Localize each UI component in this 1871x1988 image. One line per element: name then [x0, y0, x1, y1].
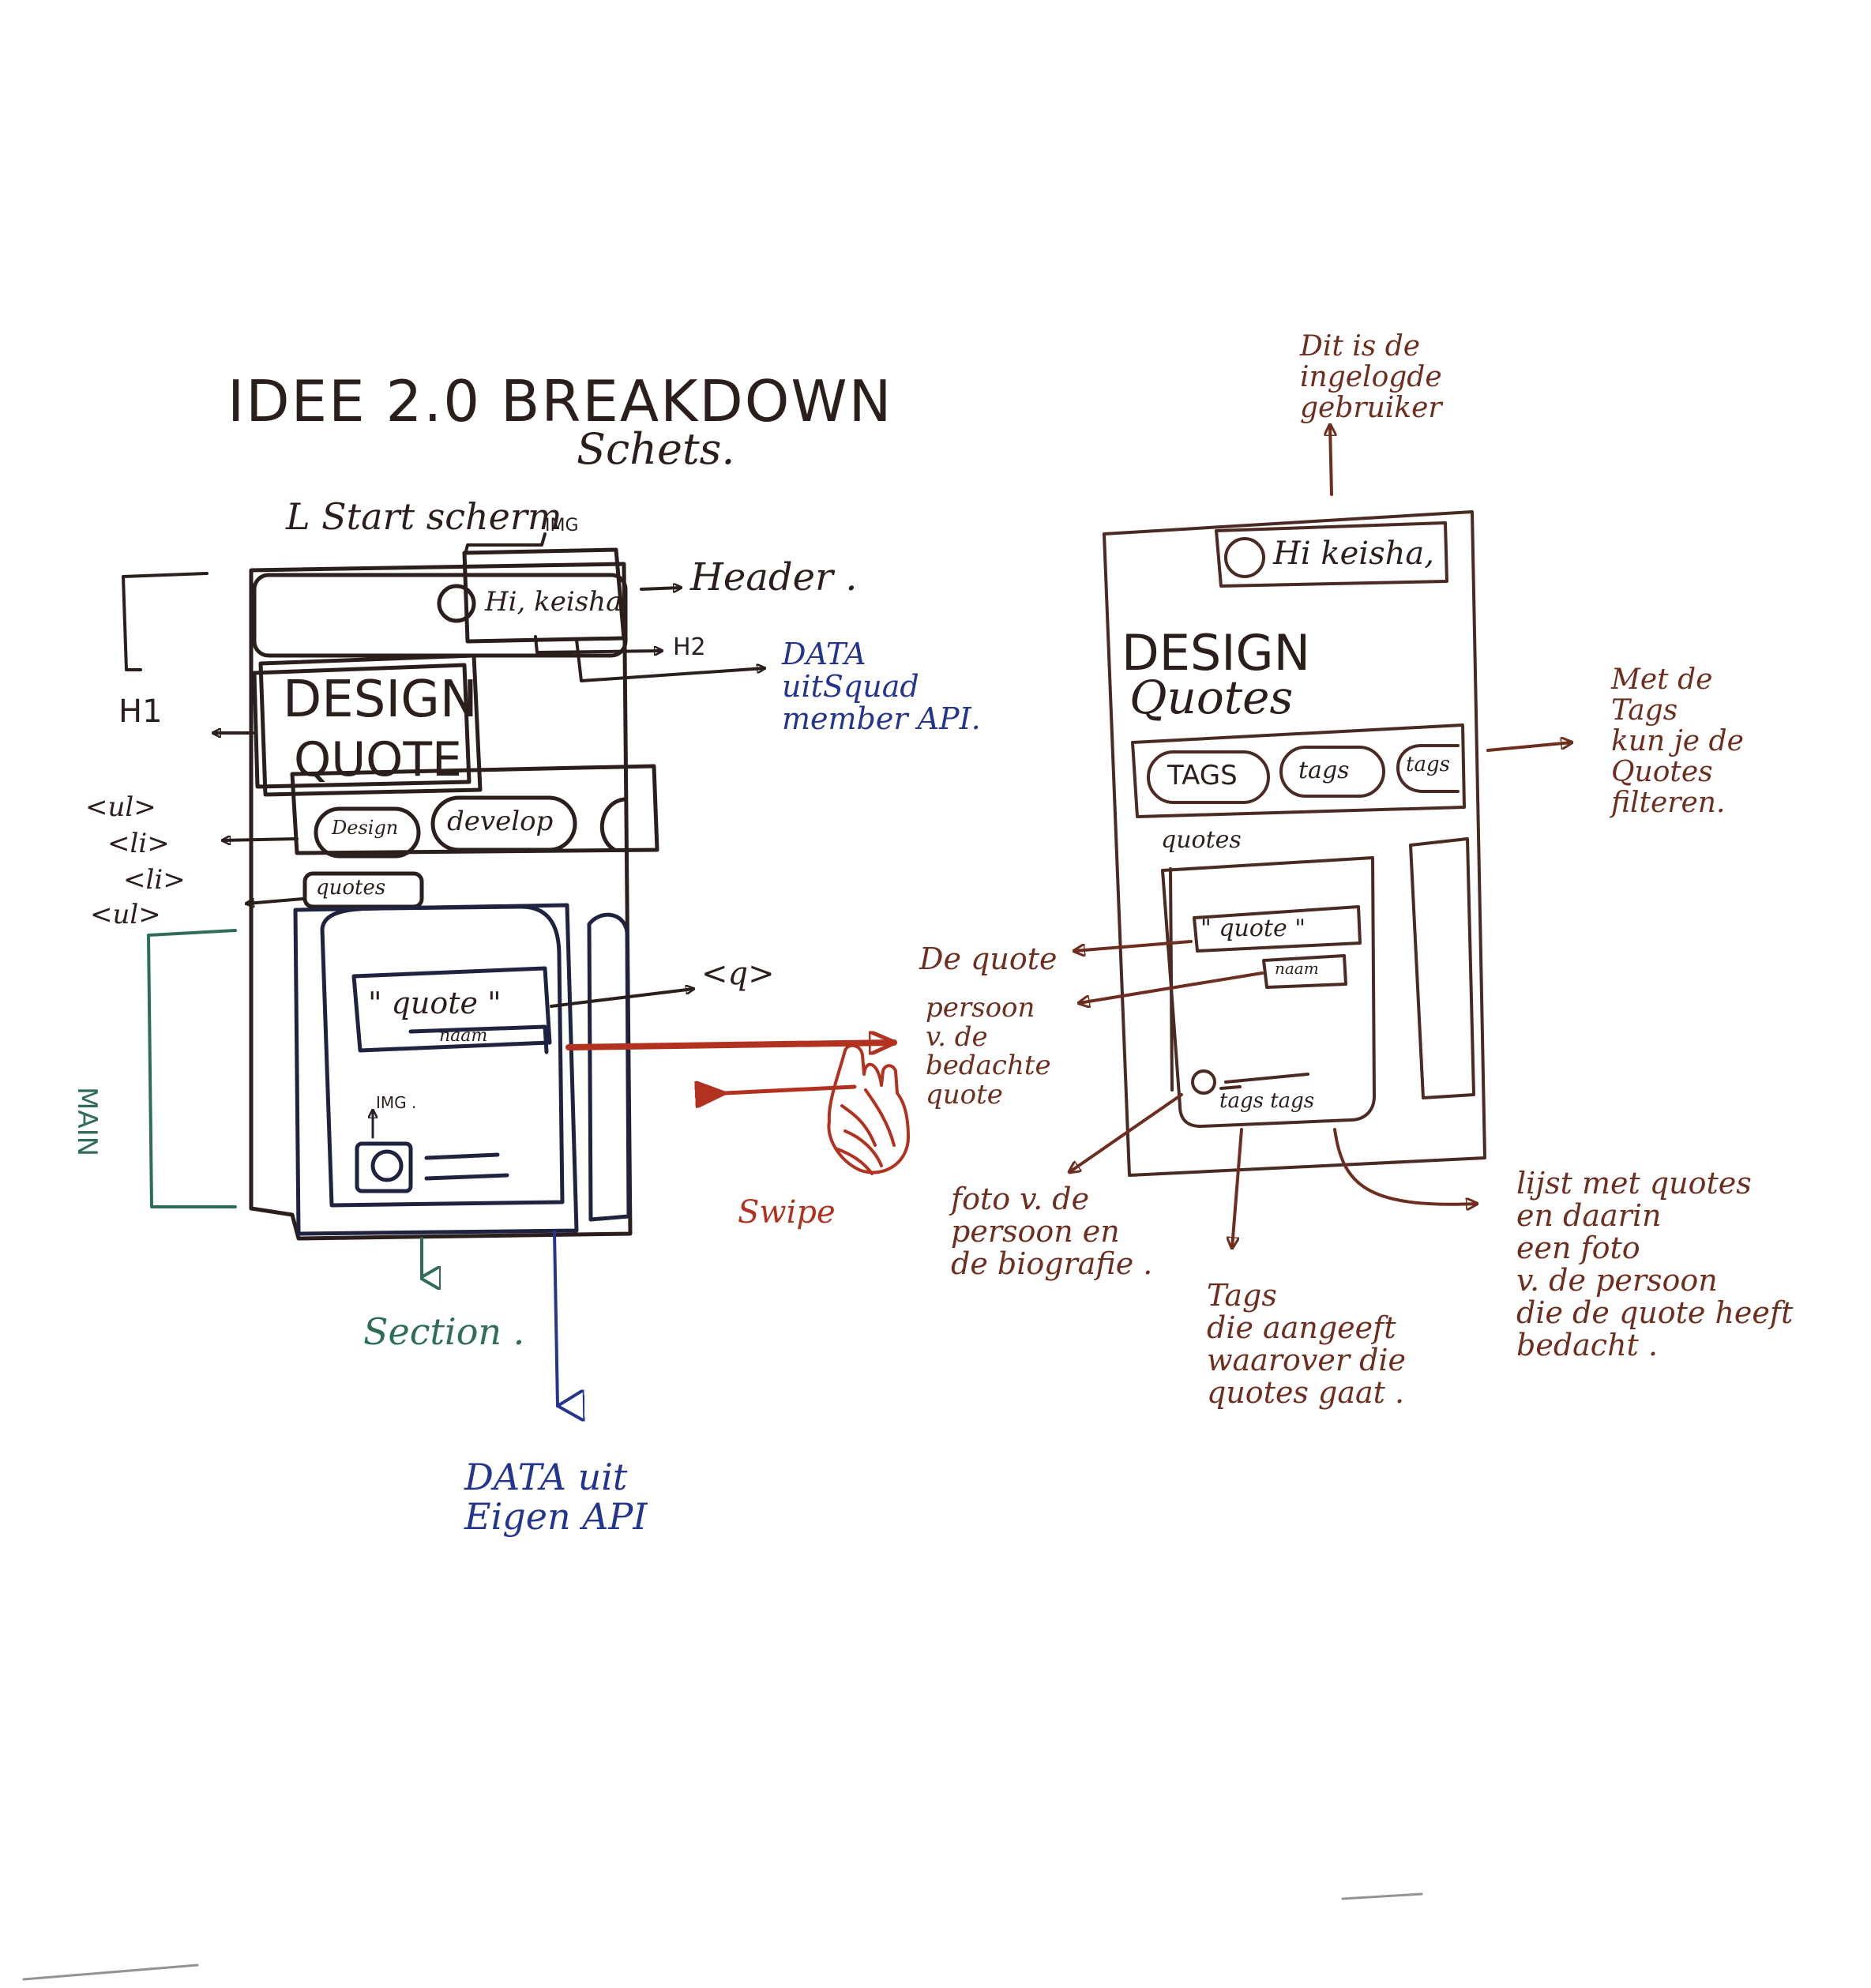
swipe-label: Swipe: [738, 1196, 836, 1230]
q-tag-label: <q>: [701, 957, 775, 991]
h1-label: H1: [118, 695, 163, 729]
img-label-card: IMG .: [376, 1095, 416, 1112]
left-greeting: Hi, keisha: [485, 588, 622, 617]
left-tag-design: Design: [332, 818, 398, 839]
right-design-line-2: Quotes: [1129, 673, 1293, 723]
right-quotes-label: quotes: [1161, 828, 1242, 853]
ul-label-1: <ul>: [85, 793, 156, 822]
h2-label: H2: [673, 635, 706, 660]
right-tag-2: tags: [1298, 758, 1350, 784]
li-label-1: <li>: [107, 829, 170, 859]
left-name-text: naam: [439, 1027, 487, 1046]
left-quote-text: " quote ": [368, 987, 502, 1020]
right-name-text: naam: [1275, 960, 1319, 978]
tags-filter-note: Met de Tags kun je de Quotes filteren.: [1611, 665, 1744, 818]
right-tag-3: tags: [1406, 753, 1450, 776]
data-squad-api-note: DATA uitSquad member API.: [782, 638, 981, 735]
img-label: IMG: [545, 517, 579, 536]
quote-list-note: lijst met quotes en daarin een foto v. d…: [1516, 1167, 1793, 1362]
right-tag-1: TAGS: [1167, 761, 1238, 791]
left-tag-develop: develop: [447, 807, 553, 836]
person-note: persoon v. de bedachte quote: [926, 994, 1051, 1110]
logged-in-user-note: Dit is de ingelogde gebruiker: [1300, 332, 1442, 424]
left-quotes-label: quotes: [316, 877, 385, 899]
quote-note: De quote: [919, 943, 1057, 975]
right-quote-text: " quote ": [1200, 916, 1306, 941]
data-own-api-note: DATA uit Eigen API: [464, 1458, 648, 1536]
title-line-1: IDEE 2.0 BREAKDOWN: [227, 371, 892, 433]
swipe-hand-icon: [828, 1046, 908, 1174]
left-design-line-2: QUOTE: [294, 735, 462, 786]
left-design-line-1: DESIGN: [283, 673, 478, 727]
start-screen-caption: L Start scherm: [286, 498, 562, 537]
tags-card-note: Tags die aangeeft waarover die quotes ga…: [1207, 1280, 1406, 1409]
photo-bio-note: foto v. de persoon en de biografie .: [951, 1183, 1152, 1280]
right-greeting: Hi keisha,: [1273, 537, 1434, 571]
section-label: Section .: [363, 1313, 524, 1352]
title-line-2: Schets.: [577, 427, 735, 472]
ul-label-2: <ul>: [90, 900, 161, 930]
li-label-2: <li>: [123, 866, 186, 895]
header-label: Header .: [690, 558, 857, 599]
right-card-tags: tags tags: [1219, 1090, 1314, 1112]
main-label: MAIN: [72, 1087, 101, 1156]
